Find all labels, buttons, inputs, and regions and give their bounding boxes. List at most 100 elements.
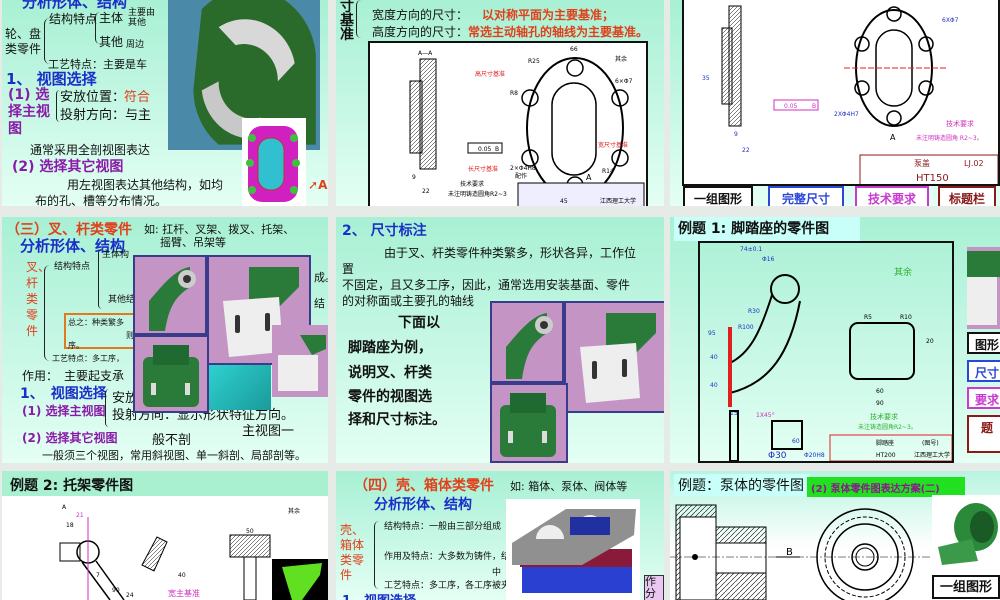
pump-body-3d-image xyxy=(932,495,1000,569)
main-body-note: 主要由 其他 xyxy=(128,8,156,28)
dim-90: 90 xyxy=(876,400,884,407)
brace xyxy=(44,265,50,361)
slide-dimensioning[interactable]: 2、 尺寸标注 由于叉、杆类零件种类繁多，形状各异，工作位 置 不固定，且又多工… xyxy=(336,217,664,463)
datum-label: 宽主基准 xyxy=(168,588,200,598)
tech-note: 未注铸造圆角R2~3。 xyxy=(858,423,917,431)
tag-drawings: 一组图形 xyxy=(932,575,1000,599)
heading: 分析形体、结构 xyxy=(22,0,128,11)
brace xyxy=(95,12,100,44)
summary-text-2: 则 xyxy=(126,331,134,340)
place-label: 安放 xyxy=(112,391,139,406)
slide-fork-rod-parts[interactable]: （三）叉、杆类零件 如: 扛杆、叉架、拨叉、托架、 摇臂、吊架等 分析形体、结构… xyxy=(2,217,328,463)
part-code: LJ.02 xyxy=(964,159,984,168)
pedal-front-image xyxy=(133,335,209,413)
other-label: 其他 xyxy=(99,35,124,49)
dim-40a: 40 xyxy=(710,354,718,361)
pin-note: 配作 xyxy=(515,172,527,180)
bracket-drawing: 其余 A 21 18 7 90 24 40 50 宽主基准 xyxy=(59,504,328,600)
struct-text: 结构特点：一般由三部分组成 xyxy=(384,522,502,532)
dim-60: 60 xyxy=(876,388,884,395)
section-title: （四）壳、箱体类零件 xyxy=(354,478,494,494)
drawing-svg: A—A 66 R25 R8 R14 6×Φ7 其余 高尺寸基准 宽尺寸基准 长尺… xyxy=(409,46,645,206)
hole-spec: 6XΦ7 xyxy=(942,17,959,24)
pedal-front-image xyxy=(490,383,568,463)
section-title: （三）叉、杆类零件 xyxy=(6,222,132,238)
tag-title-block: 题 xyxy=(967,415,1000,453)
dim-35: 35 xyxy=(702,75,710,82)
drawing-svg: 74±0.1 Φ16 其余 R30 R100 95 40 40 15 R5 R1… xyxy=(708,246,953,462)
slide-disc-parts[interactable]: 分析形体、结构 轮、盘类零件 结构特点 主体 主要由 其他 其他 周边 工艺特点… xyxy=(2,0,328,206)
tech-req: 技术要求 xyxy=(870,412,898,421)
tolerance-value: 0.05 xyxy=(478,146,492,153)
view-label: A xyxy=(890,133,896,142)
slide-bracket-drawing[interactable]: 例题 2: 托架零件图 其余 A 21 18 7 90 24 40 50 宽主基… xyxy=(2,471,328,600)
pin-holes: 2×Φ4H8 xyxy=(510,165,536,172)
pedal-drawing: 74±0.1 Φ16 其余 R30 R100 95 40 40 15 R5 R1… xyxy=(698,241,954,463)
dim-holes: 6×Φ7 xyxy=(615,78,633,85)
right-fragment-2: 结 xyxy=(314,297,325,310)
slide-pedal-drawing[interactable]: 例题 1: 脚踏座的零件图 74±0.1 Φ16 其余 R30 R100 95 … xyxy=(670,217,1000,463)
craft-text: 工艺特点：多工序， xyxy=(52,354,124,363)
brace xyxy=(56,90,60,122)
tech-req: 技术要求 xyxy=(460,180,484,188)
brace xyxy=(44,18,50,64)
title-bar xyxy=(2,471,328,496)
slide-pump-body-drawing[interactable]: 例题：泵体的零件图 (2) 泵体零件图表达方案(二) B 一组图形 xyxy=(670,471,1000,600)
dim-9: 9 xyxy=(412,174,416,181)
chamfer: 1X45° xyxy=(756,412,775,419)
dim-r10: R10 xyxy=(900,314,912,321)
para-line3: 的对称面或主要孔的轴线 xyxy=(342,294,475,308)
arrow-label: A xyxy=(318,178,328,192)
dim-60v: 60 xyxy=(792,438,800,445)
dim-40b: 40 xyxy=(710,382,718,389)
tolerance-frame xyxy=(467,142,503,154)
purpose-text: 作用及特点：大多数为铸件，结 xyxy=(384,552,511,562)
callout-line4: 零件的视图选 xyxy=(348,389,432,405)
title-block xyxy=(517,182,645,206)
projection-label: 投射方向：与主 xyxy=(60,108,152,123)
tag-drawings: 一组图形 xyxy=(683,186,753,206)
select-main-view: (1) 选择主视图 xyxy=(8,87,50,137)
main-body-label: 主体构 xyxy=(102,250,130,260)
teal-image xyxy=(209,365,271,410)
summary-text: 总之：种类繁多 xyxy=(68,318,124,327)
dim-24: 24 xyxy=(126,592,134,599)
dim-15: 15 xyxy=(730,410,738,417)
flange-render xyxy=(246,126,300,202)
place-value: 符合 xyxy=(124,90,151,105)
brace xyxy=(374,521,379,589)
dim-95: 95 xyxy=(708,330,716,337)
tag-tech-requirements: 要求 xyxy=(967,387,1000,409)
tech-note: 未注明铸造圆角R2~3 xyxy=(448,190,507,198)
tolerance-datum: B xyxy=(812,103,816,110)
tech-note: 未注明铸造圆角 R2~3。 xyxy=(916,134,983,142)
desc-line1: 用左视图表达其他结构，如均 xyxy=(67,178,224,192)
view-arrow-label: B xyxy=(786,547,793,558)
select-other-views: (2) 选择其它视图 xyxy=(22,431,118,445)
callout-line5: 择和尺寸标注。 xyxy=(348,412,446,428)
slide-housing-parts[interactable]: （四）壳、箱体类零件 如: 箱体、泵体、阀体等 分析形体、结构 壳、箱体类零件 … xyxy=(336,471,664,600)
pin-spec: 2XΦ4H7 xyxy=(834,111,859,118)
hole-spec: Φ20H8 xyxy=(804,452,825,459)
slide-drawing-components[interactable]: 35 0.05 B 9 22 6XΦ7 2XΦ4H7 A 技术要求 未注明铸造圆… xyxy=(670,0,1000,206)
heading: 分析形体、结构 xyxy=(374,497,472,513)
dim-74: 74±0.1 xyxy=(740,246,762,253)
examples: 如: 箱体、泵体、阀体等 xyxy=(510,480,628,493)
bracket-3d-image xyxy=(282,563,322,600)
side-note: 作分 xyxy=(644,575,664,600)
slide-dimension-datum[interactable]: 寸基准 宽度方向的尺寸： 以对称平面为主要基准； 高度方向的尺寸： 常选主动轴孔… xyxy=(336,0,664,206)
section-view-selection: 1、 视图选择 xyxy=(20,386,107,402)
para-line1b: 置 xyxy=(342,262,355,276)
pump-cover-drawing: A—A 66 R25 R8 R14 6×Φ7 其余 高尺寸基准 宽尺寸基准 长尺… xyxy=(368,41,648,206)
seq-text: 序。 xyxy=(68,341,84,350)
dim-22: 22 xyxy=(422,188,430,195)
section-view-selection: 1、视图选择 xyxy=(342,590,416,600)
dim-d30: Φ30 xyxy=(768,451,787,461)
brace xyxy=(105,389,109,427)
height-label: 高度方向的尺寸： xyxy=(372,25,469,39)
dim-r8: R8 xyxy=(510,90,518,97)
tag-tech-requirements: 技术要求 xyxy=(855,186,929,206)
tag-dimensions: 尺寸 xyxy=(967,360,1000,382)
slide-title: 例题：泵体的零件图 xyxy=(674,474,810,496)
rest-roughness: 其余 xyxy=(288,507,300,515)
